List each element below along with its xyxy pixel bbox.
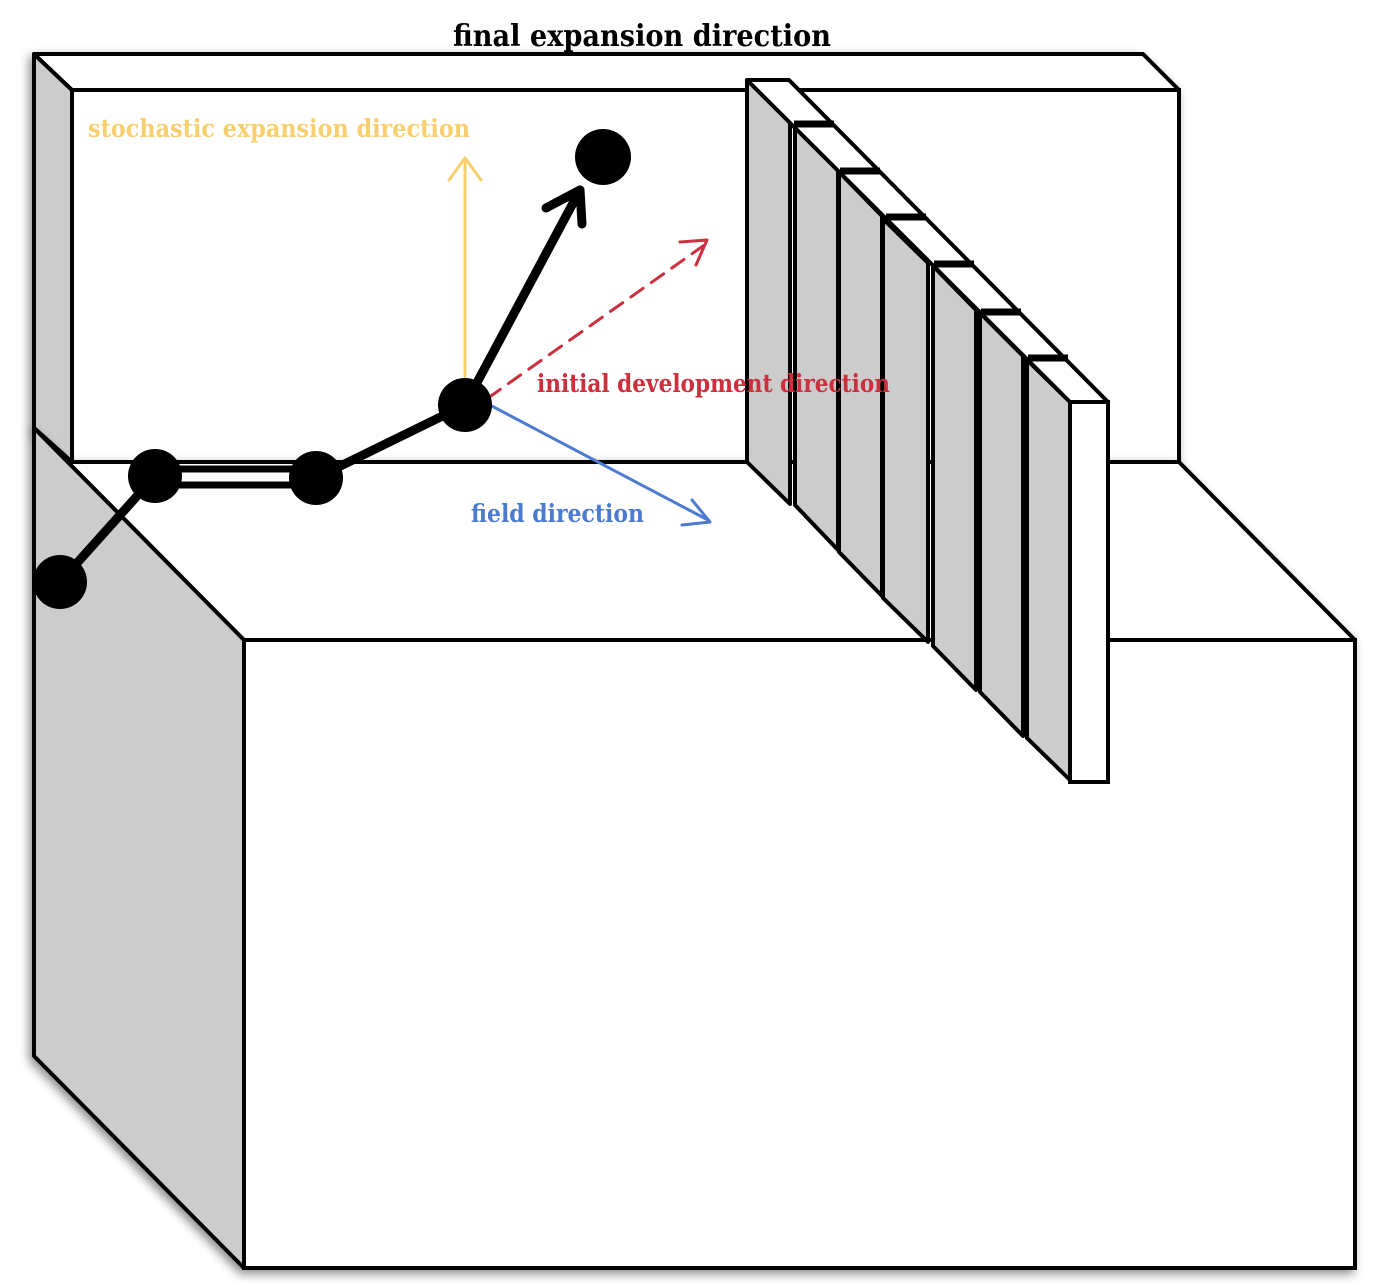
field-direction-arrow	[486, 402, 712, 527]
barrier-slat	[978, 311, 1025, 738]
back-panel-side-face	[32, 52, 74, 464]
initial-development-label: initial development direction	[537, 369, 890, 398]
initial-development-arrow	[486, 238, 709, 400]
path-node	[289, 451, 343, 505]
barrier-end-face	[1068, 400, 1110, 784]
barrier-slat	[1025, 358, 1072, 782]
stochastic-expansion-label: stochastic expansion direction	[88, 114, 470, 143]
stochastic-expansion-arrow	[447, 156, 483, 387]
path-node	[575, 129, 631, 185]
slatted-barrier	[745, 78, 1110, 784]
field-direction-label: field direction	[471, 499, 644, 528]
barrier-slat	[745, 78, 792, 506]
barrier-slat	[931, 264, 978, 692]
base-block	[32, 426, 1357, 1270]
base-block-front-face	[242, 638, 1357, 1270]
back-panel-top-face	[32, 52, 1181, 92]
final-expansion-label: final expansion direction	[453, 19, 831, 54]
path-node	[33, 555, 87, 609]
path-node	[128, 449, 182, 503]
path-node	[438, 378, 492, 432]
discharge-nodes	[33, 129, 631, 609]
barrier-slat	[793, 123, 840, 552]
barrier-slat	[881, 217, 930, 644]
